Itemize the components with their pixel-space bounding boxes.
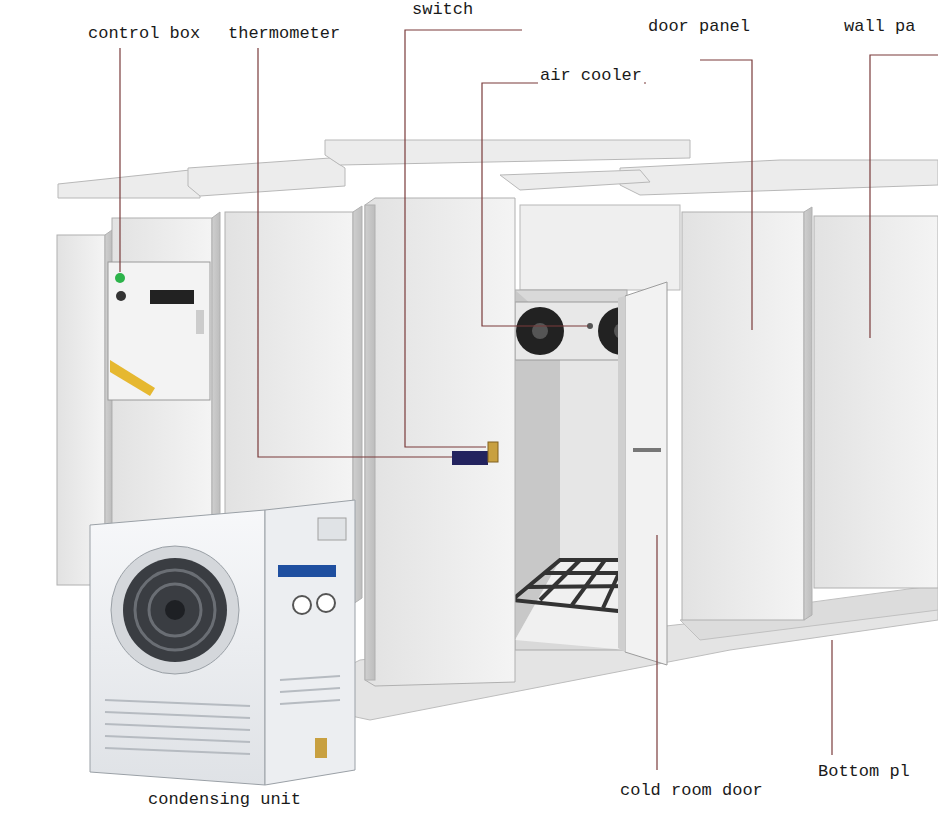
wall-panel [365, 198, 515, 686]
part-label: control box [86, 24, 202, 43]
switch [488, 442, 498, 462]
leader-line [120, 30, 938, 770]
part-label: door panel [646, 17, 752, 36]
thermometer [452, 451, 488, 465]
part-label: cold room door [618, 781, 765, 800]
control-box [108, 262, 210, 400]
part-label: thermometer [226, 24, 342, 43]
part-label: condensing unit [146, 790, 303, 809]
part-label: air cooler [538, 66, 644, 85]
wall-panel [682, 207, 938, 620]
ceiling-panel [58, 140, 938, 198]
part-label: wall pa [842, 17, 917, 36]
part-label: switch [410, 0, 475, 19]
part-label: Bottom pl [816, 762, 912, 781]
wall-panel [520, 205, 680, 290]
cold-room-door [618, 282, 667, 665]
condensing-unit [90, 500, 355, 785]
